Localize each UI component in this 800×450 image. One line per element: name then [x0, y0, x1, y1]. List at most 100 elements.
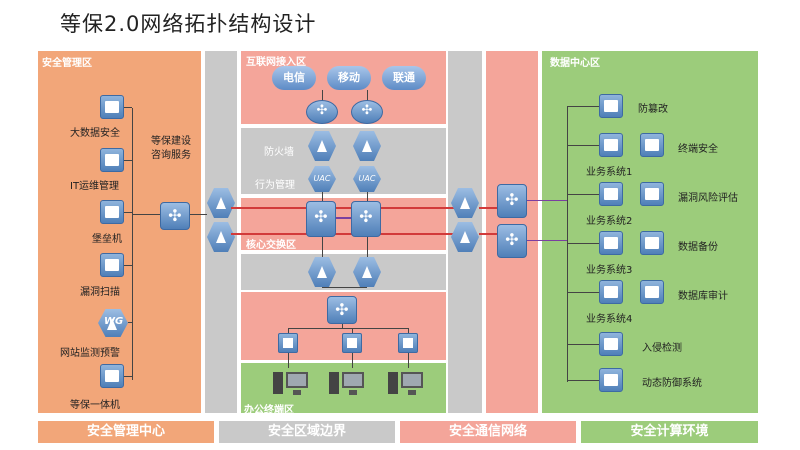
business-system-icon: [599, 133, 623, 157]
core-link-line: [231, 207, 457, 209]
consult-line-2: 咨询服务: [151, 150, 191, 161]
vuln-assessment-icon: [640, 182, 664, 206]
endpoint-security-icon: [640, 133, 664, 157]
dc-bottom-0: 入侵检测: [642, 343, 682, 354]
dc-uplink-line: [527, 200, 567, 201]
behavior-label: 行为管理: [255, 180, 295, 191]
link-line: [124, 376, 132, 377]
link-line: [322, 237, 323, 257]
it-ops-riil-icon: [100, 148, 124, 172]
dc-right-3: 数据库审计: [678, 291, 728, 302]
mgmt-item-2: 堡垒机: [92, 234, 122, 245]
dc-bus-line: [567, 106, 568, 382]
dc-top-label: 防篡改: [638, 104, 668, 115]
inner-firewall-zone: [241, 254, 446, 290]
link-line: [288, 328, 408, 329]
dc-uplink-line: [527, 240, 567, 241]
datacenter-zone-label: 数据中心区: [550, 58, 600, 69]
link-line: [367, 237, 368, 257]
link-line: [352, 353, 353, 368]
mgmt-switch-icon: ✣: [160, 202, 190, 230]
dc-bottom-1: 动态防御系统: [642, 378, 702, 389]
core-switch-icon: ✣: [306, 201, 336, 237]
pc-monitor-icon: [342, 372, 364, 395]
router-icon: ✣: [306, 100, 338, 124]
legend-boundary: 安全区域边界: [219, 421, 395, 443]
floor-switch-icon: [398, 333, 418, 353]
mgmt-item-0: 大数据安全: [70, 128, 120, 139]
dc-right-2: 数据备份: [678, 242, 718, 253]
firewall-label: 防火墙: [264, 147, 294, 158]
core-link-line: [231, 233, 457, 235]
boundary-firewall-icon: [207, 222, 235, 252]
link-line: [567, 380, 599, 381]
mgmt-item-4: 网站监测预警: [60, 348, 120, 359]
compliance-appliance-icon: [100, 364, 124, 388]
link-line: [322, 90, 323, 102]
core-zone: [241, 198, 446, 250]
business-system-icon: [599, 182, 623, 206]
link-line: [367, 192, 368, 202]
floor-switch-icon: [342, 333, 362, 353]
mgmt-item-5: 等保一体机: [70, 400, 120, 411]
dynamic-defense-icon: [599, 368, 623, 392]
dc-link-line: [479, 233, 499, 235]
boundary-firewall-icon: [207, 188, 235, 218]
cloud-mobile-icon: 移动: [327, 66, 371, 90]
big-data-security-icon: [100, 95, 124, 119]
pc-monitor-icon: [286, 372, 308, 395]
intrusion-detection-icon: [599, 332, 623, 356]
cloud-telecom-icon: 电信: [272, 66, 316, 90]
link-line: [322, 192, 323, 202]
dc-system-2: 业务系统3: [586, 265, 633, 276]
db-audit-icon: [640, 280, 664, 304]
core-switch-icon: ✣: [351, 201, 381, 237]
router-icon: ✣: [351, 100, 383, 124]
link-line: [567, 194, 599, 195]
pc-tower-icon: [273, 372, 283, 394]
link-line: [124, 107, 132, 108]
core-zone-label: 核心交换区: [246, 240, 296, 251]
legend-mgmt-center: 安全管理中心: [38, 421, 214, 443]
mgmt-item-3: 漏洞扫描: [80, 287, 120, 298]
link-line: [128, 322, 132, 323]
pc-tower-icon: [329, 372, 339, 394]
link-line: [567, 243, 599, 244]
link-line: [408, 328, 409, 333]
floor-switch-icon: [278, 333, 298, 353]
wg-label: WG: [104, 316, 124, 327]
pc-monitor-icon: [401, 372, 423, 395]
link-line: [567, 344, 599, 345]
internet-zone-label: 互联网接入区: [246, 57, 306, 68]
mgmt-link-line: [132, 214, 160, 215]
dc-right-0: 终端安全: [678, 144, 718, 155]
office-zone-label: 办公终端区: [244, 405, 294, 416]
page-title: 等保2.0网络拓扑结构设计: [60, 12, 317, 36]
business-system-icon: [599, 231, 623, 255]
link-line: [567, 292, 599, 293]
link-line: [124, 212, 132, 213]
legend-network: 安全通信网络: [400, 421, 576, 443]
link-line: [408, 353, 409, 368]
consult-line-1: 等保建设: [151, 136, 191, 147]
link-line: [567, 145, 599, 146]
legend-compute: 安全计算环境: [581, 421, 758, 443]
link-line: [342, 324, 343, 328]
data-backup-icon: [640, 231, 664, 255]
stack-link-line: [336, 217, 351, 219]
mgmt-item-1: IT运维管理: [70, 181, 120, 192]
dc-system-3: 业务系统4: [586, 314, 633, 325]
dc-switch-icon: ✣: [497, 184, 527, 218]
vulnerability-scan-icon: [100, 253, 124, 277]
pc-tower-icon: [388, 372, 398, 394]
firewall-zone: [241, 128, 446, 194]
link-line: [352, 328, 353, 333]
dc-link-line: [479, 207, 499, 209]
link-line: [322, 287, 367, 288]
link-line: [288, 353, 289, 368]
cloud-unicom-icon: 联通: [382, 66, 426, 90]
link-line: [567, 106, 599, 107]
business-system-icon: [599, 280, 623, 304]
link-line: [124, 265, 132, 266]
dc-system-1: 业务系统2: [586, 216, 633, 227]
